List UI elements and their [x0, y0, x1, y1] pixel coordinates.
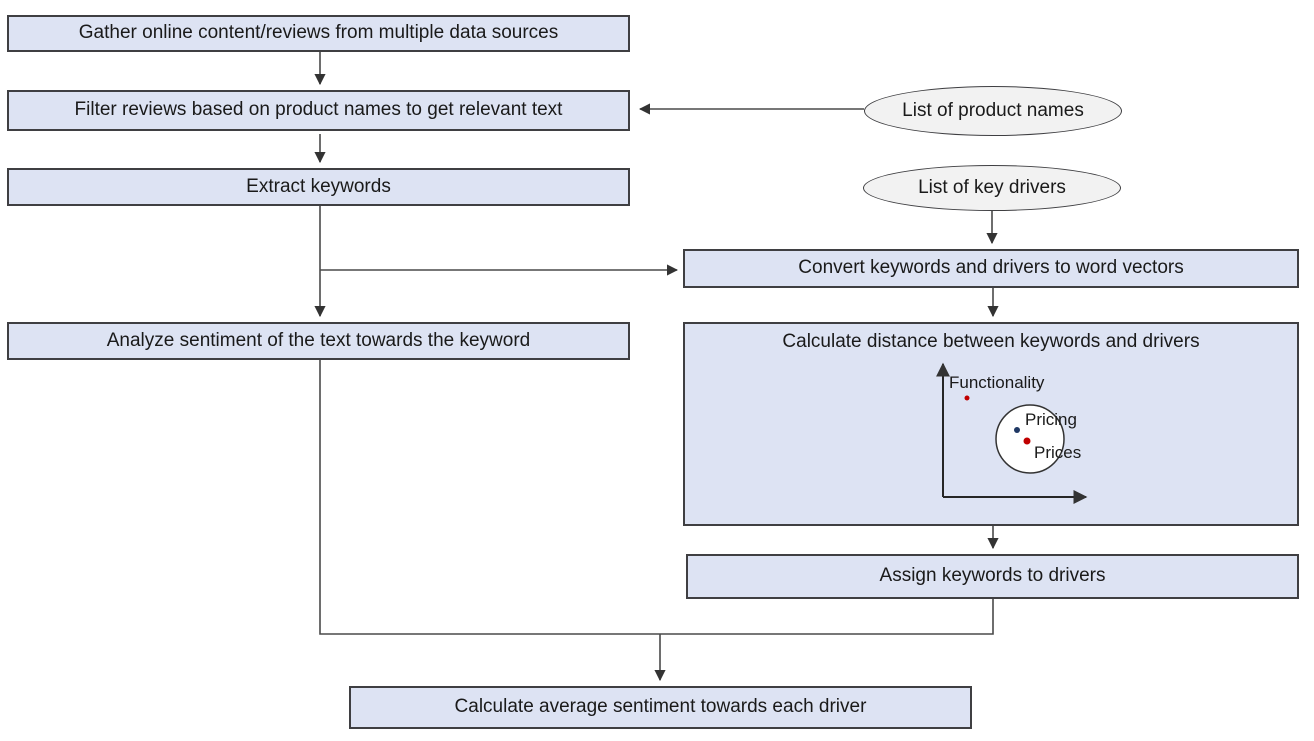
ellipse-product-names: List of product names: [864, 86, 1122, 136]
node-convert: Convert keywords and drivers to word vec…: [683, 249, 1299, 288]
prices-point-label: Prices: [1034, 443, 1082, 462]
scatter-y-axis-label: Functionality: [949, 373, 1045, 392]
node-distance: Calculate distance between keywords and …: [683, 322, 1299, 526]
pricing-point-label: Pricing: [1025, 410, 1077, 429]
node-distance-label: Calculate distance between keywords and …: [782, 331, 1200, 352]
node-analyze: Analyze sentiment of the text towards th…: [7, 322, 630, 360]
node-assign: Assign keywords to drivers: [686, 554, 1299, 599]
node-average: Calculate average sentiment towards each…: [349, 686, 972, 729]
ellipse-key-drivers: List of key drivers: [863, 165, 1121, 211]
node-gather: Gather online content/reviews from multi…: [7, 15, 630, 52]
node-filter: Filter reviews based on product names to…: [7, 90, 630, 131]
node-extract: Extract keywords: [7, 168, 630, 206]
